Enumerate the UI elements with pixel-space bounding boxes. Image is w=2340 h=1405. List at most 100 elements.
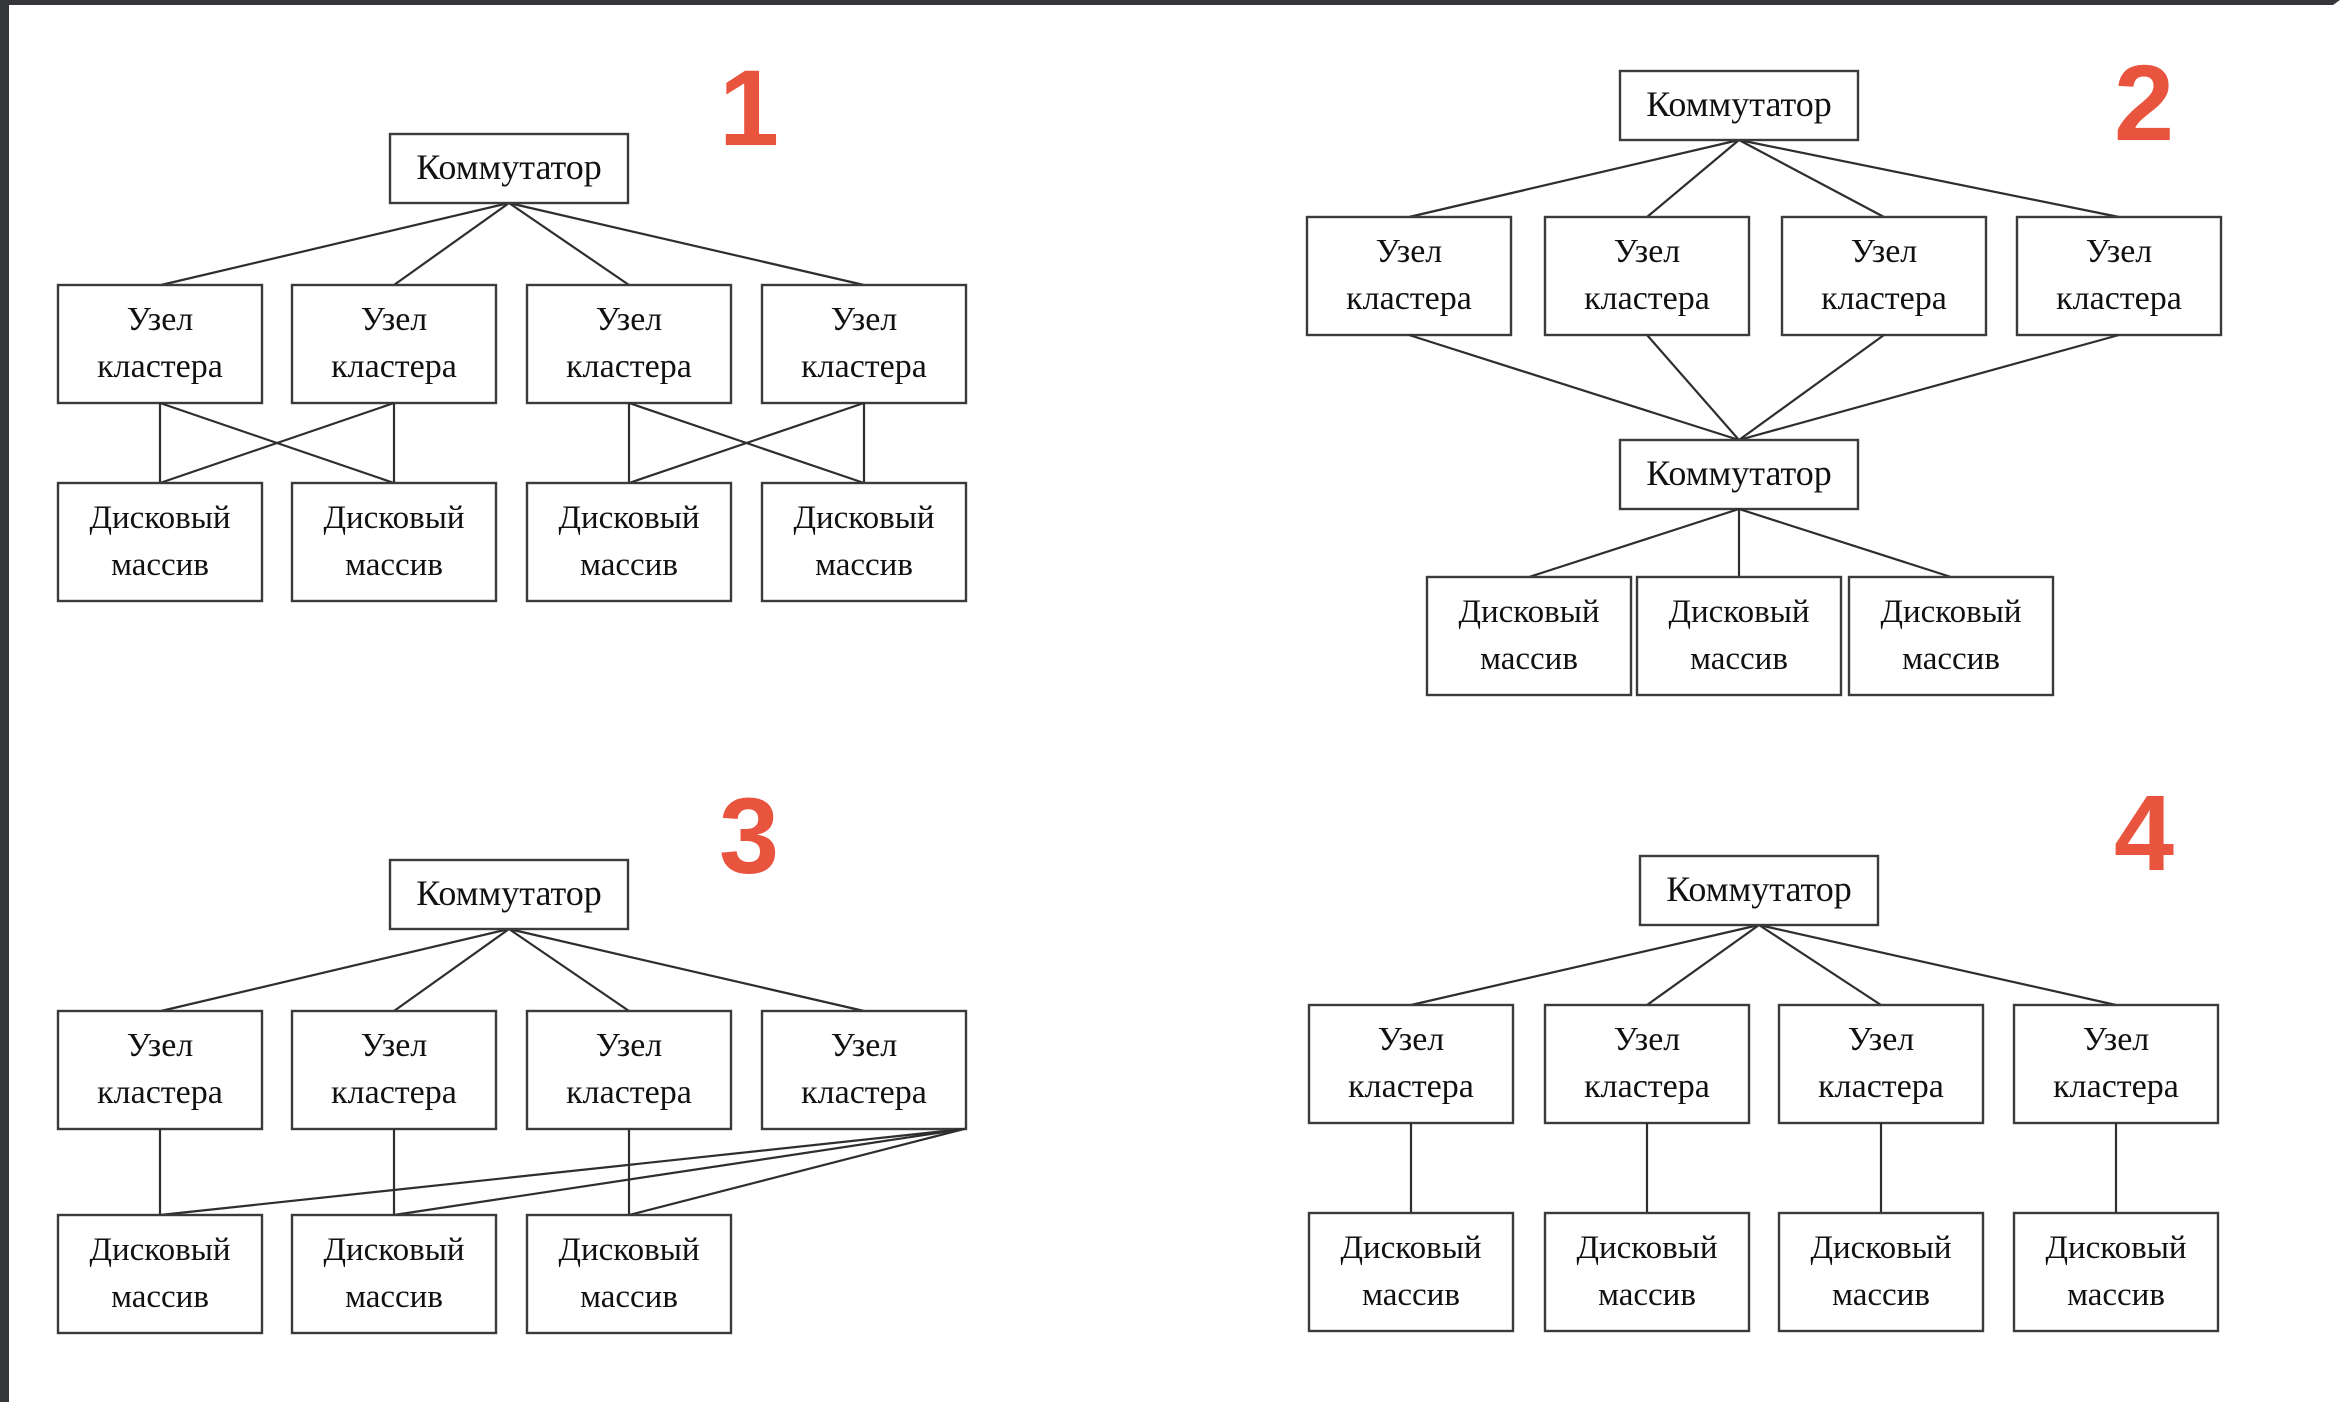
svg-text:массив: массив [1690, 641, 1788, 677]
diagram-3-cluster-node-3[interactable]: Узел кластера [525, 1009, 733, 1131]
svg-text:массив: массив [111, 1279, 209, 1315]
svg-text:кластера: кластера [2056, 280, 2182, 317]
svg-text:Коммутатор: Коммутатор [1646, 84, 1832, 124]
svg-text:массив: массив [1832, 1277, 1930, 1313]
svg-text:Узел: Узел [596, 1027, 663, 1064]
svg-text:кластера: кластера [97, 348, 223, 385]
diagram-4-badge: 4 [2114, 772, 2174, 893]
svg-text:Узел: Узел [1614, 1021, 1681, 1058]
diagram-4-disk-array-1[interactable]: Дисковый массив [1307, 1211, 1515, 1333]
svg-text:Коммутатор: Коммутатор [416, 873, 602, 913]
diagram-2-cluster-node-3[interactable]: Узел кластера [1780, 215, 1988, 337]
diagram-1: 1 Коммутатор Узел кластера Узел [9, 5, 1149, 705]
svg-text:кластера: кластера [97, 1074, 223, 1111]
diagram-1-cluster-node-2[interactable]: Узел кластера [290, 283, 498, 405]
svg-text:Узел: Узел [361, 301, 428, 338]
diagram-1-disk-array-2[interactable]: Дисковый массив [290, 481, 498, 603]
svg-text:Коммутатор: Коммутатор [1646, 453, 1832, 493]
svg-text:Дисковый: Дисковый [793, 500, 934, 536]
svg-text:кластера: кластера [566, 348, 692, 385]
diagram-3-badge: 3 [719, 775, 779, 896]
diagram-3-disk-array-2[interactable]: Дисковый массив [290, 1213, 498, 1335]
svg-text:массив: массив [1480, 641, 1578, 677]
svg-text:Узел: Узел [596, 301, 663, 338]
svg-text:Узел: Узел [1614, 233, 1681, 270]
diagram-4-disk-array-3[interactable]: Дисковый массив [1777, 1211, 1985, 1333]
svg-text:Узел: Узел [1376, 233, 1443, 270]
diagram-4: 4 Коммутатор Узел кластера Узел кластера [1239, 765, 2340, 1405]
svg-text:Дисковый: Дисковый [1576, 1230, 1717, 1266]
diagram-3-switch-node-edges [160, 927, 865, 1013]
svg-text:кластера: кластера [1348, 1068, 1474, 1105]
svg-text:массив: массив [815, 547, 913, 583]
diagram-2-disk-array-1[interactable]: Дисковый массив [1425, 575, 1633, 697]
svg-text:Дисковый: Дисковый [323, 1232, 464, 1268]
diagram-2-cluster-node-1[interactable]: Узел кластера [1305, 215, 1513, 337]
diagram-1-disk-array-1[interactable]: Дисковый массив [56, 481, 264, 603]
svg-text:кластера: кластера [801, 1074, 927, 1111]
svg-text:Узел: Узел [831, 1027, 898, 1064]
svg-text:Дисковый: Дисковый [1458, 594, 1599, 630]
diagram-2: 2 Коммутатор Узел кластера Узел класте [1239, 5, 2340, 725]
diagram-1-node-disk-edges [158, 401, 866, 485]
diagram-3: 3 Коммутатор Узел кластера Узел кластера [9, 765, 1149, 1405]
diagram-2-switch-2[interactable]: Коммутатор [1618, 438, 1860, 511]
diagram-1-cluster-node-4[interactable]: Узел кластера [760, 283, 968, 405]
diagram-4-switch-1[interactable]: Коммутатор [1638, 854, 1880, 927]
diagram-2-switch1-node-edges [1408, 138, 2120, 219]
diagram-1-switch-node-edges [160, 201, 865, 287]
diagram-1-cluster-node-1[interactable]: Узел кластера [56, 283, 264, 405]
svg-text:Узел: Узел [127, 1027, 194, 1064]
diagram-4-switch-node-edges [1410, 923, 2117, 1007]
diagram-4-cluster-node-1[interactable]: Узел кластера [1307, 1003, 1515, 1125]
diagram-1-switch-1[interactable]: Коммутатор [388, 132, 630, 205]
svg-text:кластера: кластера [566, 1074, 692, 1111]
svg-text:Дисковый: Дисковый [89, 1232, 230, 1268]
diagram-3-disk-array-1[interactable]: Дисковый массив [56, 1213, 264, 1335]
diagram-2-disk-array-3[interactable]: Дисковый массив [1847, 575, 2055, 697]
diagram-4-cluster-node-2[interactable]: Узел кластера [1543, 1003, 1751, 1125]
diagram-4-cluster-node-3[interactable]: Узел кластера [1777, 1003, 1985, 1125]
diagram-2-cluster-node-2[interactable]: Узел кластера [1543, 215, 1751, 337]
diagram-3-cluster-node-4[interactable]: Узел кластера [760, 1009, 968, 1131]
svg-text:Дисковый: Дисковый [1668, 594, 1809, 630]
svg-text:массив: массив [2067, 1277, 2165, 1313]
svg-text:массив: массив [1902, 641, 2000, 677]
svg-text:Дисковый: Дисковый [89, 500, 230, 536]
diagram-2-switch-1[interactable]: Коммутатор [1618, 69, 1860, 142]
diagram-3-switch-1[interactable]: Коммутатор [388, 858, 630, 931]
diagram-1-disk-array-3[interactable]: Дисковый массив [525, 481, 733, 603]
svg-text:массив: массив [580, 1279, 678, 1315]
svg-text:кластера: кластера [801, 348, 927, 385]
svg-text:массив: массив [345, 1279, 443, 1315]
svg-text:Дисковый: Дисковый [1340, 1230, 1481, 1266]
svg-text:Узел: Узел [1851, 233, 1918, 270]
svg-text:массив: массив [345, 547, 443, 583]
diagram-3-disk-array-3[interactable]: Дисковый массив [525, 1213, 733, 1335]
diagram-4-node-disk-edges [1409, 1123, 2118, 1213]
svg-text:Коммутатор: Коммутатор [416, 147, 602, 187]
diagram-4-cluster-node-4[interactable]: Узел кластера [2012, 1003, 2220, 1125]
diagram-1-cluster-node-3[interactable]: Узел кластера [525, 283, 733, 405]
diagram-2-cluster-node-4[interactable]: Узел кластера [2015, 215, 2223, 337]
diagram-1-disk-array-4[interactable]: Дисковый массив [760, 481, 968, 603]
svg-text:кластера: кластера [1346, 280, 1472, 317]
svg-text:Дисковый: Дисковый [1880, 594, 2021, 630]
diagram-4-disk-array-4[interactable]: Дисковый массив [2012, 1211, 2220, 1333]
svg-text:Узел: Узел [831, 301, 898, 338]
svg-text:Коммутатор: Коммутатор [1666, 869, 1852, 909]
svg-text:массив: массив [1598, 1277, 1696, 1313]
svg-text:кластера: кластера [1818, 1068, 1944, 1105]
diagram-1-badge: 1 [719, 47, 779, 168]
diagram-4-disk-array-2[interactable]: Дисковый массив [1543, 1211, 1751, 1333]
svg-text:Дисковый: Дисковый [1810, 1230, 1951, 1266]
svg-text:Дисковый: Дисковый [558, 1232, 699, 1268]
diagram-3-cluster-node-1[interactable]: Узел кластера [56, 1009, 264, 1131]
diagram-3-cluster-node-2[interactable]: Узел кластера [290, 1009, 498, 1131]
diagram-2-disk-array-2[interactable]: Дисковый массив [1635, 575, 1843, 697]
diagram-2-switch2-disk-edges [1528, 507, 1952, 579]
svg-text:массив: массив [580, 547, 678, 583]
diagram-2-node-switch2-edges [1408, 333, 2120, 442]
svg-text:кластера: кластера [331, 348, 457, 385]
